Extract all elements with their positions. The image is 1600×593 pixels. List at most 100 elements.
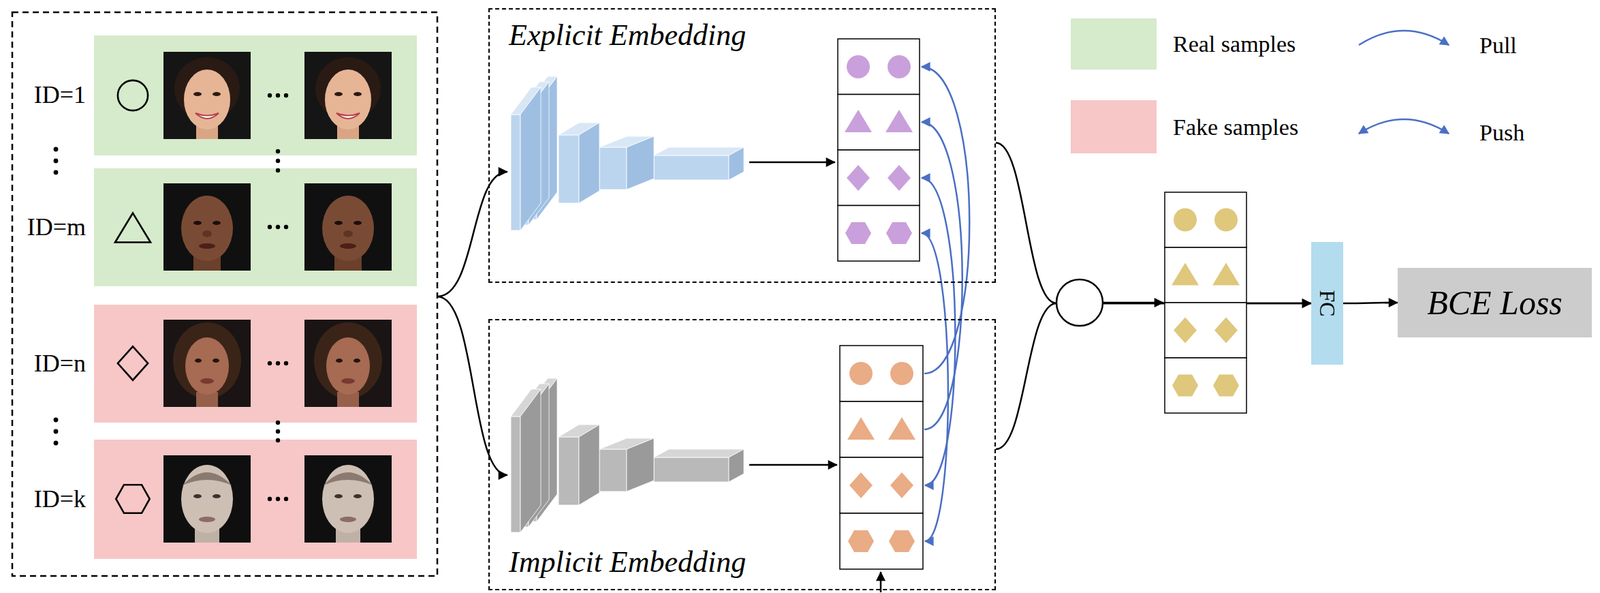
sample-band: ID=k — [93, 439, 417, 559]
input-arrow — [437, 296, 508, 475]
cnn-encoder — [510, 378, 744, 532]
identity-symbol — [117, 80, 148, 111]
face-photo — [163, 51, 392, 543]
implicit-feature-column — [839, 345, 923, 569]
explicit-feature-column — [846, 164, 870, 191]
legend-text: Pull — [1479, 32, 1517, 60]
sample-band — [93, 35, 417, 559]
sample-band: ID=1 — [93, 35, 417, 156]
face-photo — [304, 183, 392, 271]
fused-feature-column — [1173, 317, 1197, 344]
ellipsis-dots — [53, 93, 289, 501]
fused-feature-column — [1164, 192, 1247, 248]
flow-arrow — [995, 142, 1312, 304]
legend-swatch — [1070, 18, 1157, 70]
fused-feature-column — [1171, 262, 1199, 286]
embedding-branch: Explicit Embedding — [488, 8, 996, 283]
cnn-encoder — [510, 76, 744, 231]
ellipsis-dots — [53, 440, 59, 446]
input-arrow — [437, 171, 508, 297]
ellipsis-dots — [275, 158, 280, 163]
explicit-feature-column — [837, 94, 920, 151]
fused-feature-column — [1214, 317, 1238, 344]
explicit-feature-column — [844, 109, 872, 133]
face-photo — [163, 455, 251, 543]
input-arrow — [437, 171, 508, 475]
implicit-feature-column — [847, 361, 916, 552]
branch-title: Implicit Embedding — [508, 544, 746, 581]
fused-feature-column — [1214, 208, 1238, 232]
identity-symbol — [115, 80, 151, 513]
implicit-feature-column — [839, 401, 923, 458]
explicit-feature-column — [837, 38, 920, 95]
layer-name: FC — [1315, 289, 1338, 317]
ellipsis-dots — [267, 93, 272, 98]
face-photo — [163, 319, 251, 407]
implicit-feature-column — [847, 416, 875, 440]
implicit-feature-column — [888, 416, 916, 440]
ellipsis-dots — [284, 224, 289, 229]
identity-symbol — [115, 484, 150, 513]
sample-band — [93, 168, 417, 287]
ellipsis-dots — [275, 361, 280, 366]
explicit-feature-column — [837, 205, 920, 262]
explicit-feature-column — [845, 222, 872, 244]
explicit-feature-column — [837, 38, 920, 261]
implicit-feature-column — [890, 361, 914, 385]
fused-feature-column — [1171, 208, 1240, 397]
implicit-feature-column — [888, 529, 915, 552]
pull-push-arc — [921, 177, 955, 485]
legend-item: Push — [1479, 119, 1525, 148]
fused-feature-column — [1164, 192, 1247, 413]
ellipsis-dots — [53, 170, 59, 176]
legend-arrow-sample — [1358, 30, 1449, 134]
implicit-feature-column — [848, 529, 874, 552]
loss-box: BCE Loss — [1397, 267, 1592, 338]
ellipsis-dots — [284, 361, 289, 366]
explicit-feature-column — [846, 55, 870, 79]
id-label: ID=1 — [4, 80, 86, 110]
explicit-feature-column — [837, 149, 920, 206]
identity-symbol — [117, 346, 148, 380]
fused-feature-column — [1164, 247, 1247, 303]
legend-text: Push — [1479, 119, 1525, 148]
ellipsis-dots — [53, 417, 59, 423]
explicit-feature-column — [887, 164, 911, 191]
ellipsis-dots — [267, 224, 272, 229]
sample-band — [93, 304, 417, 423]
ellipsis-dots — [275, 149, 280, 154]
sample-band — [93, 439, 417, 559]
ellipsis-dots — [267, 361, 272, 366]
explicit-feature-column — [885, 109, 913, 133]
explicit-feature-column — [837, 38, 920, 261]
face-photo — [163, 51, 251, 139]
ellipsis-dots — [275, 496, 280, 501]
ellipsis-dots — [53, 158, 59, 164]
sample-band: ID=n — [93, 304, 417, 423]
implicit-feature-column — [839, 345, 923, 402]
fusion-arrow — [1102, 301, 1164, 304]
sample-band: ID=m — [93, 168, 417, 287]
face-photo — [304, 51, 392, 139]
explicit-feature-column — [886, 222, 913, 244]
legend-arrow-sample — [1358, 119, 1449, 134]
ellipsis-dots — [275, 437, 280, 443]
ellipsis-dots — [284, 496, 289, 501]
pull-push-arc — [921, 121, 963, 430]
legend-text: Fake samples — [1172, 113, 1299, 142]
legend-swatch — [1070, 100, 1157, 154]
fused-feature-column — [1213, 374, 1239, 397]
implicit-feature-column — [849, 472, 873, 498]
ellipsis-dots — [53, 147, 59, 152]
flow-arrow — [1343, 302, 1398, 304]
ellipsis-dots — [275, 420, 280, 425]
fused-feature-column — [1164, 357, 1247, 413]
implicit-feature-column — [839, 512, 923, 569]
legend-item: Pull — [1479, 32, 1517, 60]
ellipsis-dots — [275, 224, 280, 229]
pull-push-arc — [921, 66, 970, 541]
ellipsis-dots — [275, 93, 280, 98]
legend-item: Fake samples — [1172, 113, 1299, 142]
